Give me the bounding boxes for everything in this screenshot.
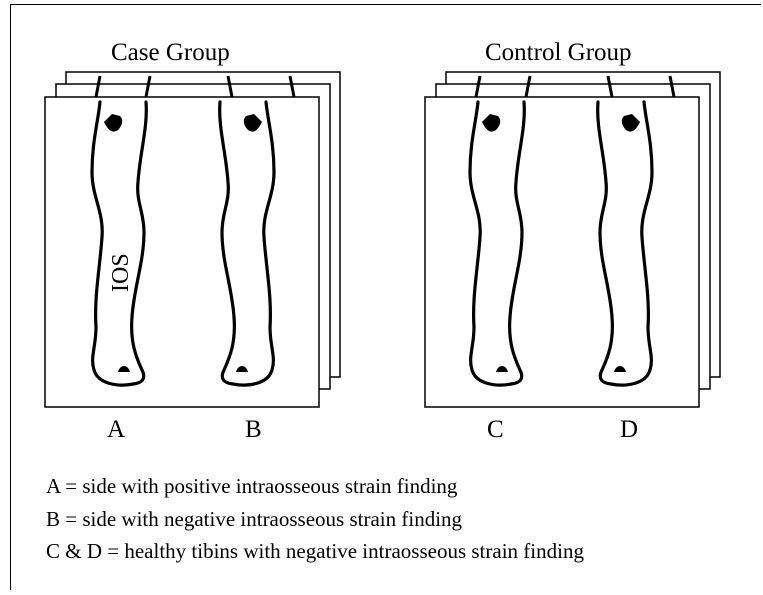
- ios-annotation: IOS: [108, 253, 134, 292]
- control-group-title: Control Group: [485, 40, 632, 65]
- legend-line-b: B = side with negative intraosseous stra…: [46, 509, 462, 530]
- label-d: D: [620, 417, 638, 442]
- legend-line-a: A = side with positive intraosseous stra…: [46, 476, 457, 497]
- label-b: B: [245, 417, 262, 442]
- legend-line-cd: C & D = healthy tibins with negative int…: [46, 541, 584, 562]
- label-c: C: [487, 417, 504, 442]
- case-group-stack: [45, 72, 340, 407]
- label-a: A: [107, 417, 125, 442]
- control-group-stack: [425, 72, 720, 407]
- case-card-front: [45, 97, 319, 407]
- case-group-title: Case Group: [111, 40, 230, 65]
- control-card-front: [425, 97, 699, 407]
